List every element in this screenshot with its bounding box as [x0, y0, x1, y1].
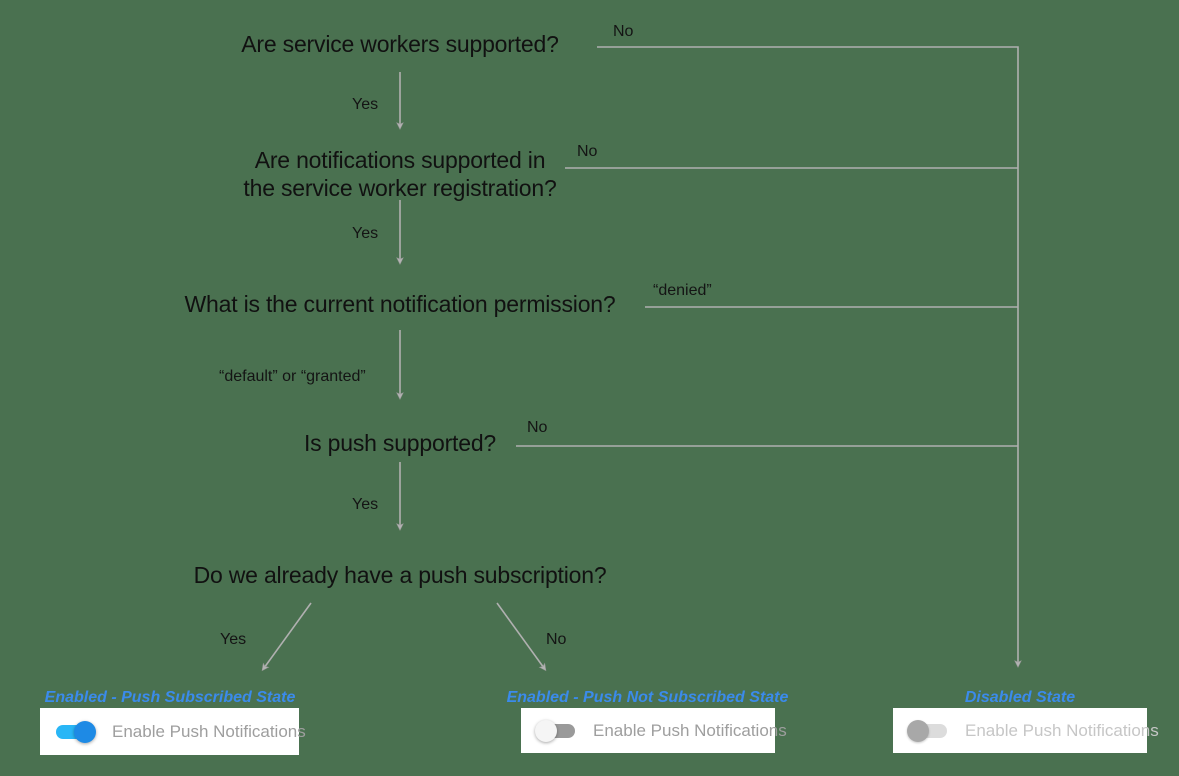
state-label-disabled: Disabled State: [964, 689, 1076, 706]
push-toggle-not-subscribed[interactable]: [535, 719, 579, 742]
edge-label-sw-yes: Yes: [352, 96, 379, 113]
push-toggle-subscribed[interactable]: [54, 720, 98, 743]
state-label-push-subscribed: Enabled - Push Subscribed State: [44, 689, 296, 706]
toggle-caption: Enable Push Notifications: [965, 720, 1159, 740]
edge-label-sw-no: No: [613, 23, 634, 40]
toggle-knob: [907, 719, 929, 742]
toggle-caption: Enable Push Notifications: [593, 720, 787, 740]
question-service-workers: Are service workers supported?: [241, 31, 559, 57]
edge-label-subscription-yes: Yes: [220, 631, 247, 648]
toggle-knob: [74, 720, 96, 743]
question-notification-permission: What is the current notification permiss…: [184, 291, 616, 317]
toggle-card-disabled: Enable Push Notifications: [893, 708, 1159, 753]
question-notifications-supported: Are notifications supported in the servi…: [243, 147, 557, 201]
edge-label-push-no: No: [527, 419, 548, 436]
edge-label-subscription-no: No: [546, 631, 567, 648]
toggle-card-push-subscribed[interactable]: Enable Push Notifications: [40, 708, 306, 755]
edge-label-notif-yes: Yes: [352, 225, 379, 242]
question-existing-subscription: Do we already have a push subscription?: [193, 562, 607, 588]
toggle-card-push-not-subscribed[interactable]: Enable Push Notifications: [521, 708, 787, 753]
edge-label-permission-default-granted: “default” or “granted”: [219, 368, 366, 385]
edge-label-notif-no: No: [577, 143, 598, 160]
toggle-knob: [535, 719, 557, 742]
edge-label-push-yes: Yes: [352, 496, 379, 513]
edge-label-permission-denied: “denied”: [653, 282, 712, 299]
state-label-push-not-subscribed: Enabled - Push Not Subscribed State: [506, 689, 789, 706]
toggle-caption: Enable Push Notifications: [112, 721, 306, 741]
push-toggle-disabled: [907, 719, 951, 742]
question-push-supported: Is push supported?: [303, 430, 497, 456]
